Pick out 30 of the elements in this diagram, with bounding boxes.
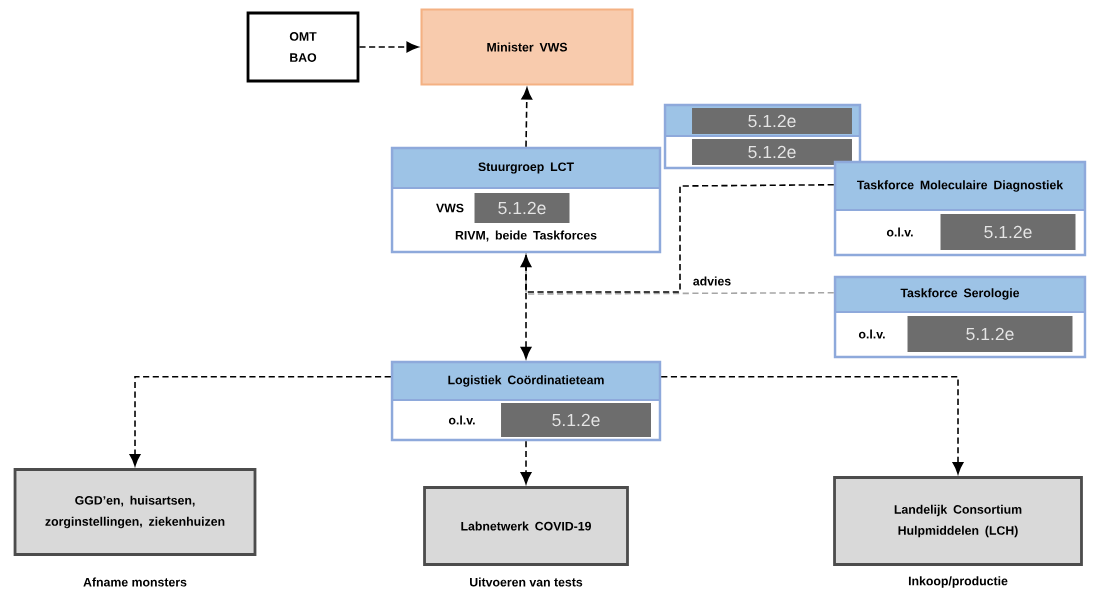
box: GGD’en, huisartsen, zorginstellingen, ziekenhuizen <box>13 468 257 556</box>
header-text: Stuurgroep LCT <box>478 162 574 174</box>
body-text: o.l.v. <box>858 329 885 339</box>
box: Landelijk Consortium Hulpmiddelen (LCH) <box>833 476 1083 566</box>
caption-text: Inkoop/productie <box>908 576 1008 588</box>
redaction-box: 5.1.2e <box>474 193 570 223</box>
redaction-box: 5.1.2e <box>692 108 852 134</box>
arrow <box>358 41 419 53</box>
box: OMT BAO <box>246 11 360 83</box>
header-text: Taskforce Serologie <box>900 288 1020 300</box>
edge-label: advies <box>691 274 733 288</box>
redaction-box: 5.1.2e <box>692 139 852 165</box>
arrow <box>520 255 532 359</box>
body-text: RIVM, beide Taskforces <box>455 230 597 242</box>
redaction-box: 5.1.2e <box>501 403 651 437</box>
caption-text: Afname monsters <box>83 577 187 587</box>
redaction-box: 5.1.2e <box>907 316 1073 352</box>
header-text: Logistiek Coördinatieteam <box>448 375 604 387</box>
body-text: o.l.v. <box>448 415 475 425</box>
body-text: VWS <box>436 203 464 213</box>
arrow <box>660 375 964 475</box>
caption-text: Uitvoeren van tests <box>470 577 583 587</box>
box: Labnetwerk COVID-19 <box>423 486 629 566</box>
arrow <box>520 440 532 485</box>
redaction-box: 5.1.2e <box>940 214 1076 250</box>
header-text: Taskforce Moleculaire Diagnostiek <box>857 180 1064 192</box>
arrow <box>521 87 533 148</box>
arrow <box>129 375 392 467</box>
body-text: o.l.v. <box>886 227 913 237</box>
box: Minister VWS <box>420 8 634 86</box>
